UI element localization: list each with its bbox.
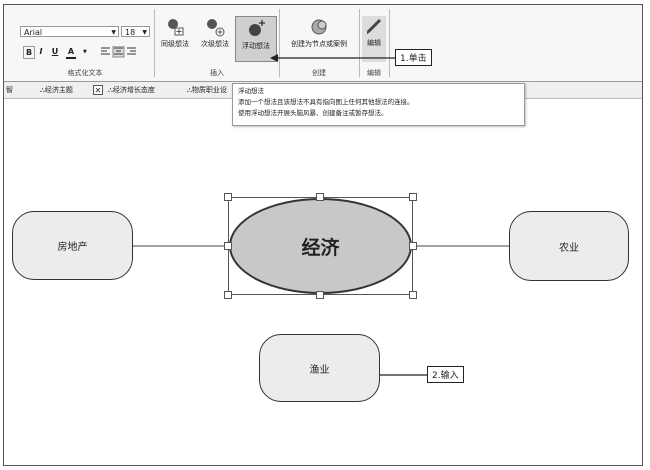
pencil-icon [366,18,382,34]
child-idea-icon [207,19,225,37]
chevron-down-icon[interactable]: ▼ [83,49,87,55]
node-real-estate[interactable]: 房地产 [12,211,133,280]
tab-label: 物质职业设 [191,86,227,94]
child-idea-button[interactable]: 次级想法 [196,17,234,59]
floating-idea-icon [249,20,265,36]
tab-career[interactable]: ⛬物质职业设 [187,83,237,97]
callout-step1: 1.单击 [395,49,432,66]
chevron-down-icon: ▼ [142,29,147,36]
group-create-label: 创建 [312,69,326,77]
tab-label: 经济增长态度 [112,86,155,94]
italic-button[interactable]: I [39,47,43,56]
sibling-idea-button[interactable]: 同级想法 [157,17,193,59]
divider [389,9,390,77]
tab-partial[interactable]: 智 [6,86,13,94]
create-node-label: 创建为节点或案例 [291,40,347,48]
underline-button[interactable]: U [51,47,59,56]
chevron-down-icon: ▼ [111,29,116,36]
create-node-or-case-button[interactable]: 创建为节点或案例 [282,17,356,59]
font-color-button[interactable]: A [66,46,82,59]
tab-economic-growth[interactable]: ⛬经济增长态度 [108,83,155,97]
node-fishery[interactable]: 渔业 [259,334,380,402]
divider [154,9,155,77]
font-size-value: 18 [125,28,136,37]
central-topic[interactable]: 经济 [229,198,412,294]
resize-handle[interactable] [224,193,232,201]
align-right-icon[interactable] [127,47,136,55]
floating-idea-button[interactable]: 浮动想法 [235,16,277,62]
edit-label: 编辑 [367,39,381,47]
align-left-icon[interactable] [100,46,111,57]
floating-idea-label: 浮动想法 [242,42,270,50]
tab-label: 经济主题 [44,86,73,94]
group-format-label: 格式化文本 [67,69,103,77]
align-buttons [100,46,136,58]
map-icon: ⛬ [187,86,192,94]
window-frame [3,4,643,466]
tooltip-title: 浮动想法 [238,87,264,95]
group-edit-label: 编辑 [367,69,381,77]
tooltip-line1: 添加一个想法且该想法不具有指向图上任何其他想法的连接。 [238,98,414,106]
font-color-label: A [66,46,76,59]
resize-handle[interactable] [224,291,232,299]
child-idea-label: 次级想法 [201,40,229,48]
resize-handle[interactable] [316,193,324,201]
resize-handle[interactable] [316,291,324,299]
divider [359,9,360,77]
bold-button[interactable]: B [23,46,35,59]
group-insert-label: 插入 [210,69,224,77]
tooltip: 浮动想法 添加一个想法且该想法不具有指向图上任何其他想法的连接。 使用浮动想法开… [232,83,525,126]
resize-handle[interactable] [224,242,232,250]
resize-handle[interactable] [409,291,417,299]
map-icon: ⛬ [108,86,113,94]
map-icon: ⛬ [40,86,45,94]
tooltip-line2: 使用浮动想法开展头脑风暴、创建备注或暂存想法。 [238,109,388,117]
align-center-icon[interactable] [112,46,125,58]
node-case-icon [311,19,327,35]
resize-handle[interactable] [409,193,417,201]
tab-economy-topic[interactable]: ⛬经济主题 [40,83,73,97]
font-name-select[interactable]: Arial ▼ [20,26,119,37]
callout-step2: 2.输入 [427,366,464,383]
divider [279,9,280,77]
sibling-idea-label: 同级想法 [161,40,189,48]
font-name-value: Arial [24,28,43,37]
close-tab-icon[interactable]: ✕ [93,85,103,95]
ribbon: Arial ▼ 18 ▼ B I U A ▼ 格式化文本 同级想法 次级想法 浮动想… [4,5,642,82]
resize-handle[interactable] [409,242,417,250]
font-size-select[interactable]: 18 ▼ [121,26,150,37]
sibling-idea-icon [168,19,184,36]
node-agriculture[interactable]: 农业 [509,211,629,281]
callout-arrow [270,54,398,62]
edit-button[interactable]: 编辑 [362,16,386,62]
